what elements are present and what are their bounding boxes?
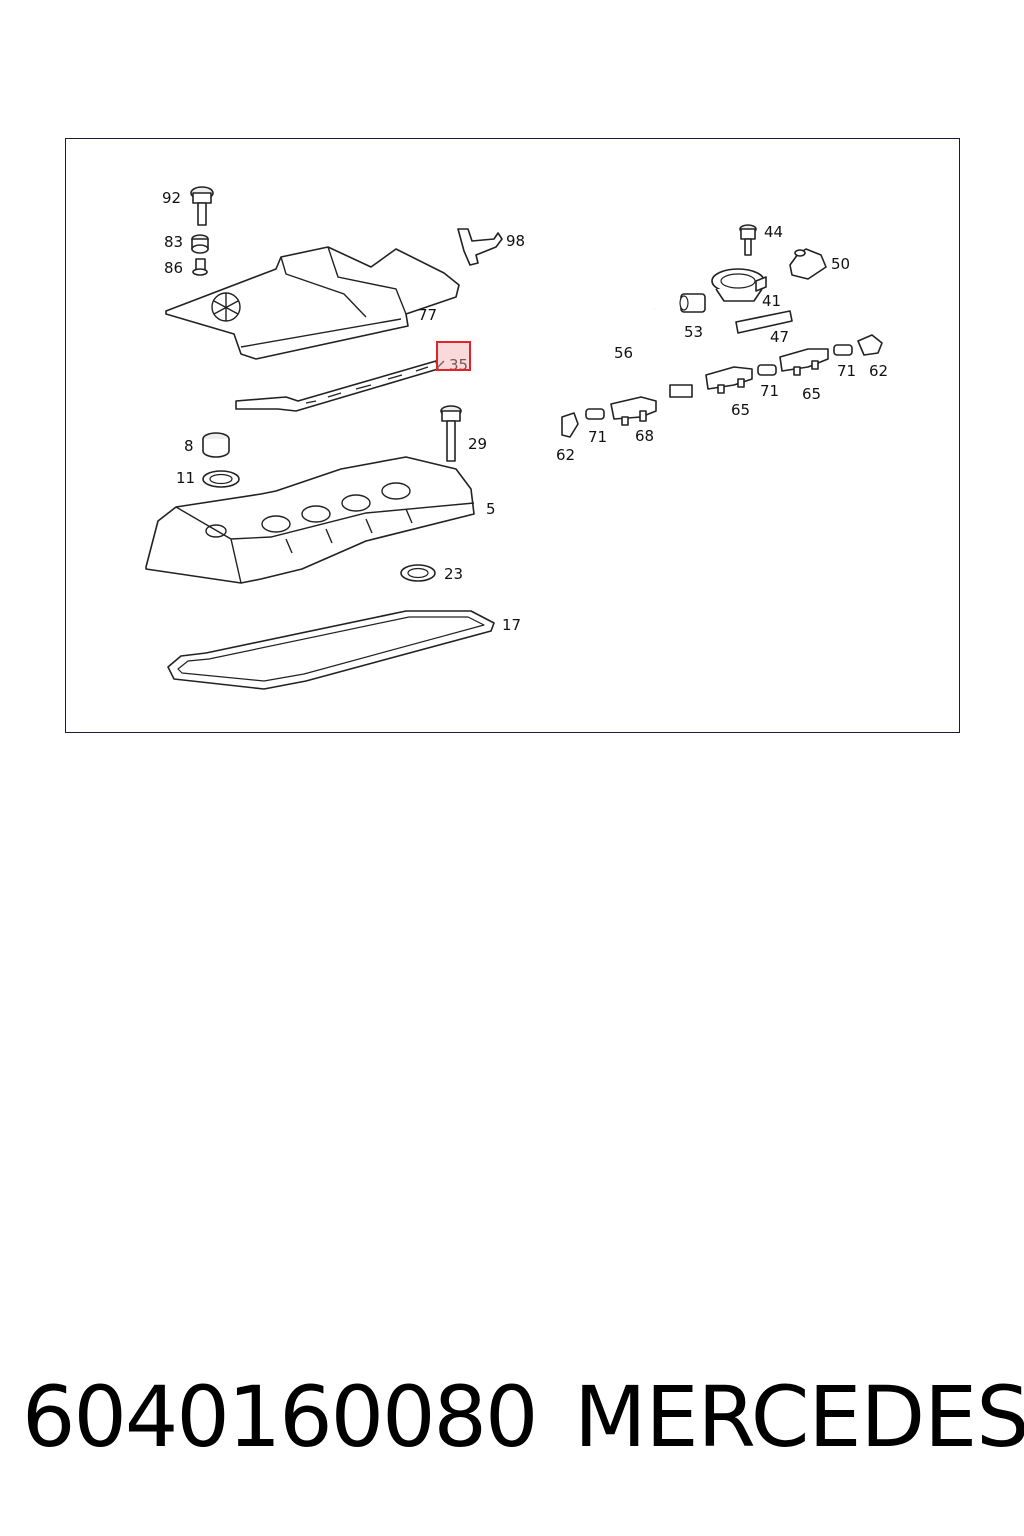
part-83-grommet	[191, 234, 209, 254]
part-35-seal-strip	[235, 360, 445, 412]
part-92-screw	[190, 186, 214, 226]
callout-62-left: 62	[556, 446, 575, 464]
callout-8: 8	[184, 437, 194, 455]
part-68-t-connector	[610, 396, 657, 426]
part-8-oil-cap	[202, 432, 230, 458]
part-86-sleeve	[192, 258, 208, 276]
part-11-seal-ring	[202, 470, 240, 488]
part-29-bolt	[440, 405, 462, 462]
callout-47: 47	[770, 328, 789, 346]
callout-50: 50	[831, 255, 850, 273]
part-65-connector-a	[705, 366, 753, 394]
part-50-elbow	[789, 248, 827, 280]
callout-44: 44	[764, 223, 783, 241]
caption-bar: 6040160080 MERCEDES	[0, 1368, 1024, 1468]
part-56-breather-hose	[638, 307, 693, 398]
part-53-sleeve	[679, 293, 706, 313]
callout-56: 56	[614, 344, 633, 362]
highlight-box-part-35	[436, 341, 471, 371]
callout-83: 83	[164, 233, 183, 251]
part-47-tube	[735, 310, 793, 334]
part-71-sleeve-left	[585, 408, 605, 420]
part-71-sleeve-right	[833, 344, 853, 356]
callout-71-left: 71	[588, 428, 607, 446]
part-41-breather-flange	[711, 268, 767, 302]
part-23-seal-ring	[400, 564, 436, 582]
callout-23: 23	[444, 565, 463, 583]
part-65-connector-b	[779, 348, 829, 376]
part-number: 6040160080	[22, 1368, 538, 1466]
part-17-gasket	[167, 610, 495, 690]
callout-71-middle: 71	[760, 382, 779, 400]
part-44-screw	[739, 224, 757, 256]
brand-name: MERCEDES	[574, 1368, 1024, 1466]
callout-62-right: 62	[869, 362, 888, 380]
part-62-connector-right	[857, 334, 883, 356]
callout-92: 92	[162, 189, 181, 207]
callout-11: 11	[176, 469, 195, 487]
part-62-connector-left	[561, 412, 579, 438]
part-77-engine-cover	[165, 246, 460, 360]
callout-65-left: 65	[731, 401, 750, 419]
callout-17: 17	[502, 616, 521, 634]
part-5-cylinder-head-cover	[145, 456, 475, 584]
callout-86: 86	[164, 259, 183, 277]
callout-65-right: 65	[802, 385, 821, 403]
callout-53: 53	[684, 323, 703, 341]
callout-77: 77	[418, 306, 437, 324]
callout-71-right: 71	[837, 362, 856, 380]
callout-41: 41	[762, 292, 781, 310]
part-71-sleeve-middle	[757, 364, 777, 376]
callout-98: 98	[506, 232, 525, 250]
callout-5: 5	[486, 500, 496, 518]
callout-68: 68	[635, 427, 654, 445]
exploded-parts-diagram: 92 83 86 77 98 35 8 11 29 5 23 17 44 50 …	[145, 186, 888, 690]
part-98-bracket	[457, 228, 503, 266]
callout-29: 29	[468, 435, 487, 453]
parts-diagram-frame: 92 83 86 77 98 35 8 11 29 5 23 17 44 50 …	[65, 138, 960, 733]
